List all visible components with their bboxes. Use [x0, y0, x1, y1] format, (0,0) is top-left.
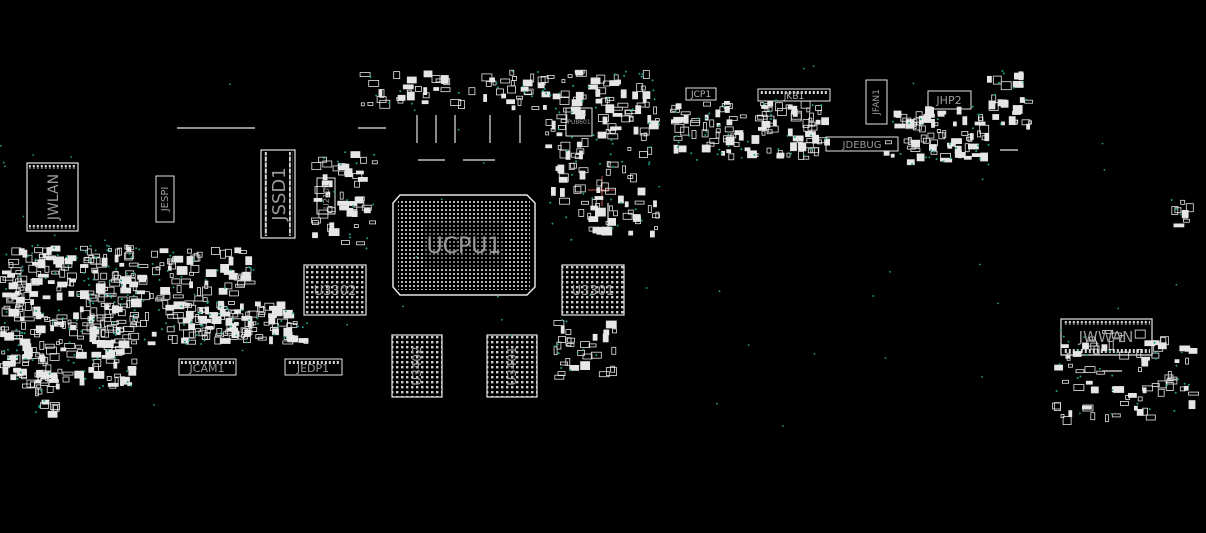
- static-traces: [177, 115, 1122, 372]
- jfan-outline[interactable]: [865, 79, 888, 125]
- u3302-outline[interactable]: [303, 264, 367, 316]
- jwwan-label: JWWAN: [1078, 328, 1134, 346]
- jedp-outline[interactable]: [284, 358, 343, 376]
- ucpu-outline[interactable]: [392, 194, 536, 296]
- jdebug-label: JDEBUG: [842, 140, 882, 151]
- jfan-label: JFAN1: [872, 89, 882, 116]
- component-field: [0, 69, 1199, 426]
- ucpu-label: UCPU1: [427, 234, 502, 259]
- jcp-outline[interactable]: [685, 87, 717, 101]
- jkb-outline[interactable]: [757, 88, 831, 102]
- pu8601-label: PU8601: [567, 119, 590, 126]
- jedp-label: JEDP1: [296, 362, 329, 375]
- jhp-outline[interactable]: [927, 90, 972, 110]
- jssd-label: JSSD1: [269, 167, 290, 221]
- jhp-label: JHP2: [935, 94, 961, 107]
- jwlan-label: JWLAN: [46, 174, 62, 221]
- u3401-label: U3401: [505, 346, 519, 385]
- via-field: [0, 65, 1190, 427]
- u3401-outline[interactable]: [486, 334, 538, 398]
- u3302-label: U3302: [314, 284, 357, 299]
- u3301-outline[interactable]: [561, 264, 625, 316]
- jcp-label: JCP1: [690, 90, 711, 100]
- jkb-label: JKB1: [783, 92, 804, 102]
- u3301-label: U3301: [572, 284, 615, 299]
- jwlan-outline[interactable]: [26, 162, 79, 232]
- jespi-label: JESPI: [160, 187, 171, 213]
- jssd-outline[interactable]: [260, 149, 296, 239]
- jcam-outline[interactable]: [178, 358, 237, 376]
- jcam-label: JCAM1: [189, 362, 225, 375]
- u3402-label: U3402: [410, 346, 424, 385]
- u2101-label: U2101: [322, 183, 331, 209]
- jespi-outline[interactable]: [155, 175, 175, 223]
- u3402-outline[interactable]: [391, 334, 443, 398]
